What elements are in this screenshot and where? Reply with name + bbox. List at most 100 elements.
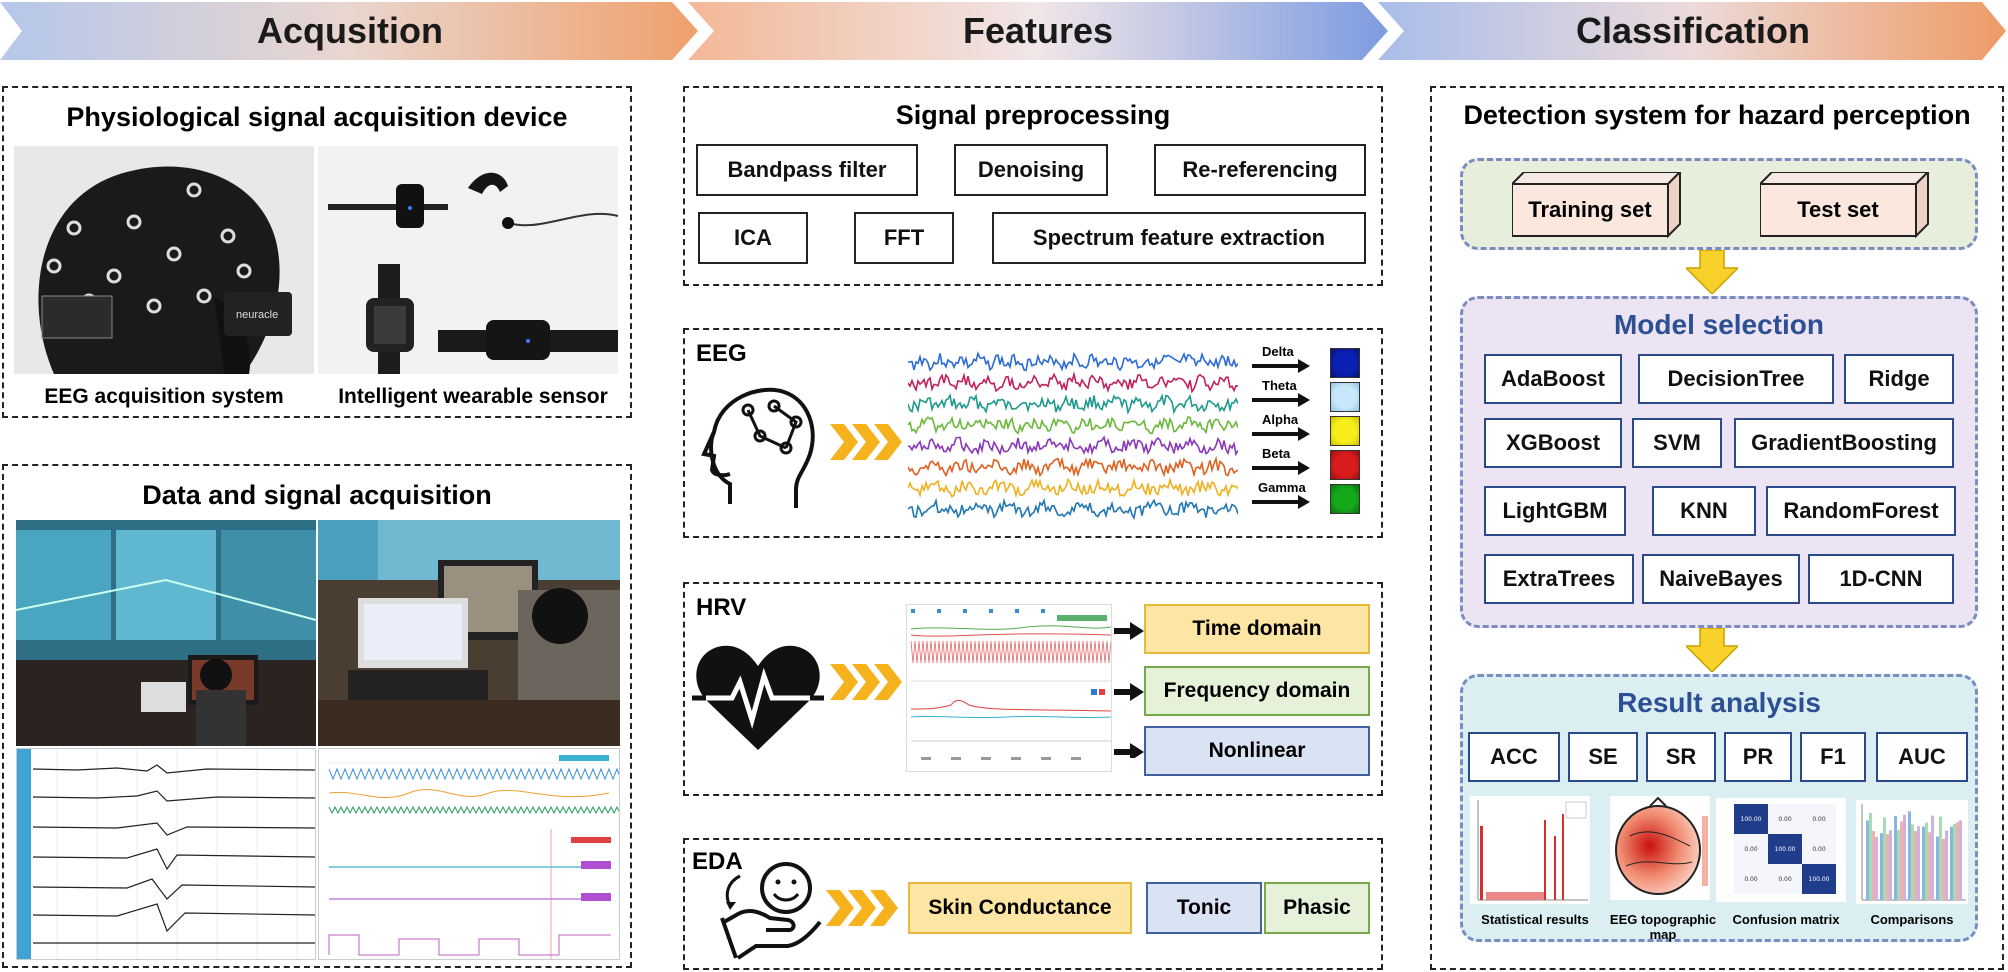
cm-cell-4: 100.00 (1775, 846, 1796, 853)
lab-photo-right (318, 520, 620, 746)
caption-statistical-results: Statistical results (1481, 912, 1589, 927)
band-beta-swatch (1330, 450, 1360, 480)
eeg-label: EEG (696, 340, 747, 367)
wearable-caption: Intelligent wearable sensor (338, 385, 608, 408)
hrv-time-domain: Time domain (1144, 604, 1370, 654)
metric-acc: ACC (1468, 732, 1560, 782)
band-alpha-label: Alpha (1262, 412, 1299, 427)
cm-cell-6: 0.00 (1744, 876, 1758, 883)
stage-classification-label: Classification (1575, 10, 1811, 51)
result-analysis-title: Result analysis (1617, 687, 1821, 718)
comparisons-image (1856, 800, 1968, 904)
eda-chevron-icon (826, 890, 898, 926)
step-spectrum-feature-extraction: Spectrum feature extraction (992, 212, 1366, 264)
comparison-bar (1897, 829, 1900, 900)
comparison-bar (1869, 812, 1872, 900)
model-randomforest: RandomForest (1766, 486, 1956, 536)
hr-signal-screenshot (318, 748, 620, 960)
band-delta-label: Delta (1262, 344, 1294, 359)
eeg-acquisition-caption: EEG acquisition system (44, 385, 284, 408)
classification-title: Detection system for hazard perception (1463, 100, 1971, 130)
data-title: Data and signal acquisition (142, 480, 492, 510)
model-lightgbm: LightGBM (1484, 486, 1626, 536)
eda-phasic: Phasic (1264, 882, 1370, 934)
test-set-label: Test set (1797, 197, 1879, 222)
hrv-label: HRV (696, 594, 747, 621)
model-gradientboosting: GradientBoosting (1734, 418, 1954, 468)
comparison-bar (1894, 815, 1897, 900)
eeg-panel (683, 328, 1383, 538)
caption-eeg-topographic-map: EEG topographic map (1609, 912, 1717, 942)
model-ridge: Ridge (1844, 354, 1954, 404)
down-arrow-icon (1686, 250, 1738, 294)
eda-skin-conductance: Skin Conductance (908, 882, 1132, 934)
preprocessing-panel: Signal preprocessing (683, 86, 1383, 286)
cm-cell-2: 0.00 (1812, 816, 1826, 823)
comparison-bar (1908, 811, 1911, 900)
comparison-bar (1931, 815, 1934, 900)
cm-cell-8: 100.00 (1809, 876, 1830, 883)
eda-tonic: Tonic (1146, 882, 1262, 934)
comparison-bar (1936, 836, 1939, 900)
wearable-photo (318, 146, 618, 374)
band-delta-swatch (1330, 348, 1360, 378)
cm-cell-3: 0.00 (1744, 846, 1758, 853)
comparison-bar (1953, 823, 1956, 900)
band-gamma-swatch (1330, 484, 1360, 514)
eeg-signal-screenshot (16, 748, 316, 960)
metric-se: SE (1568, 732, 1638, 782)
comparison-bar (1875, 836, 1878, 900)
caption-comparisons: Comparisons (1870, 912, 1954, 927)
eda-label: EDA (692, 848, 743, 875)
training-set-box-shape (1512, 172, 1682, 238)
stage-features: Features (688, 2, 1388, 60)
model-extratrees: ExtraTrees (1484, 554, 1634, 604)
cm-cell-0: 100.00 (1741, 816, 1762, 823)
comparison-bar (1925, 822, 1928, 900)
band-theta-swatch (1330, 382, 1360, 412)
hrv-chevron-icon (830, 664, 902, 700)
down-arrow-icon-2 (1686, 628, 1738, 672)
comparison-bar (1945, 830, 1948, 900)
comparison-bar (1900, 821, 1903, 900)
hrv-screenshot (906, 604, 1112, 772)
step-fft: FFT (854, 212, 954, 264)
device-brand: neuracle (236, 309, 278, 321)
cm-cell-5: 0.00 (1812, 846, 1826, 853)
test-set-box-shape (1760, 172, 1930, 238)
model-svm: SVM (1632, 418, 1722, 468)
device-panel: Physiological signal acquisition device (2, 86, 632, 418)
step-re-referencing: Re-referencing (1154, 144, 1366, 196)
data-panel: Data and signal acquisition (2, 464, 632, 968)
head-icon (701, 387, 815, 508)
band-alpha-swatch (1330, 416, 1360, 446)
hrv-nonlinear: Nonlinear (1144, 726, 1370, 776)
band-gamma-label: Gamma (1258, 480, 1306, 495)
metric-sr: SR (1646, 732, 1716, 782)
stage-classification: Classification (1378, 2, 2008, 60)
lab-photo-left (16, 520, 316, 746)
comparison-bar (1917, 826, 1920, 900)
hrv-arrows (1114, 622, 1144, 758)
cm-cell-1: 0.00 (1778, 816, 1792, 823)
step-ica: ICA (698, 212, 808, 264)
comparison-bar (1872, 831, 1875, 900)
comparison-bar (1889, 830, 1892, 900)
heart-icon (692, 645, 824, 750)
model-xgboost: XGBoost (1484, 418, 1622, 468)
eeg-chevron-icon (830, 424, 902, 460)
metric-pr: PR (1724, 732, 1792, 782)
eeg-cap-photo: neuracle (14, 146, 314, 374)
comparison-bar (1956, 822, 1959, 900)
stage-acquisition: Acqusition (0, 2, 700, 60)
step-denoising: Denoising (954, 144, 1108, 196)
comparison-bar (1911, 824, 1914, 900)
stage-bands (0, 2, 2006, 60)
band-theta-label: Theta (1262, 378, 1297, 393)
training-set-label: Training set (1528, 197, 1652, 222)
comparison-bar (1866, 820, 1869, 900)
comparison-bar (1942, 838, 1945, 900)
comparison-bar (1922, 826, 1925, 900)
comparison-bar (1959, 820, 1962, 900)
step-bandpass-filter: Bandpass filter (696, 144, 918, 196)
